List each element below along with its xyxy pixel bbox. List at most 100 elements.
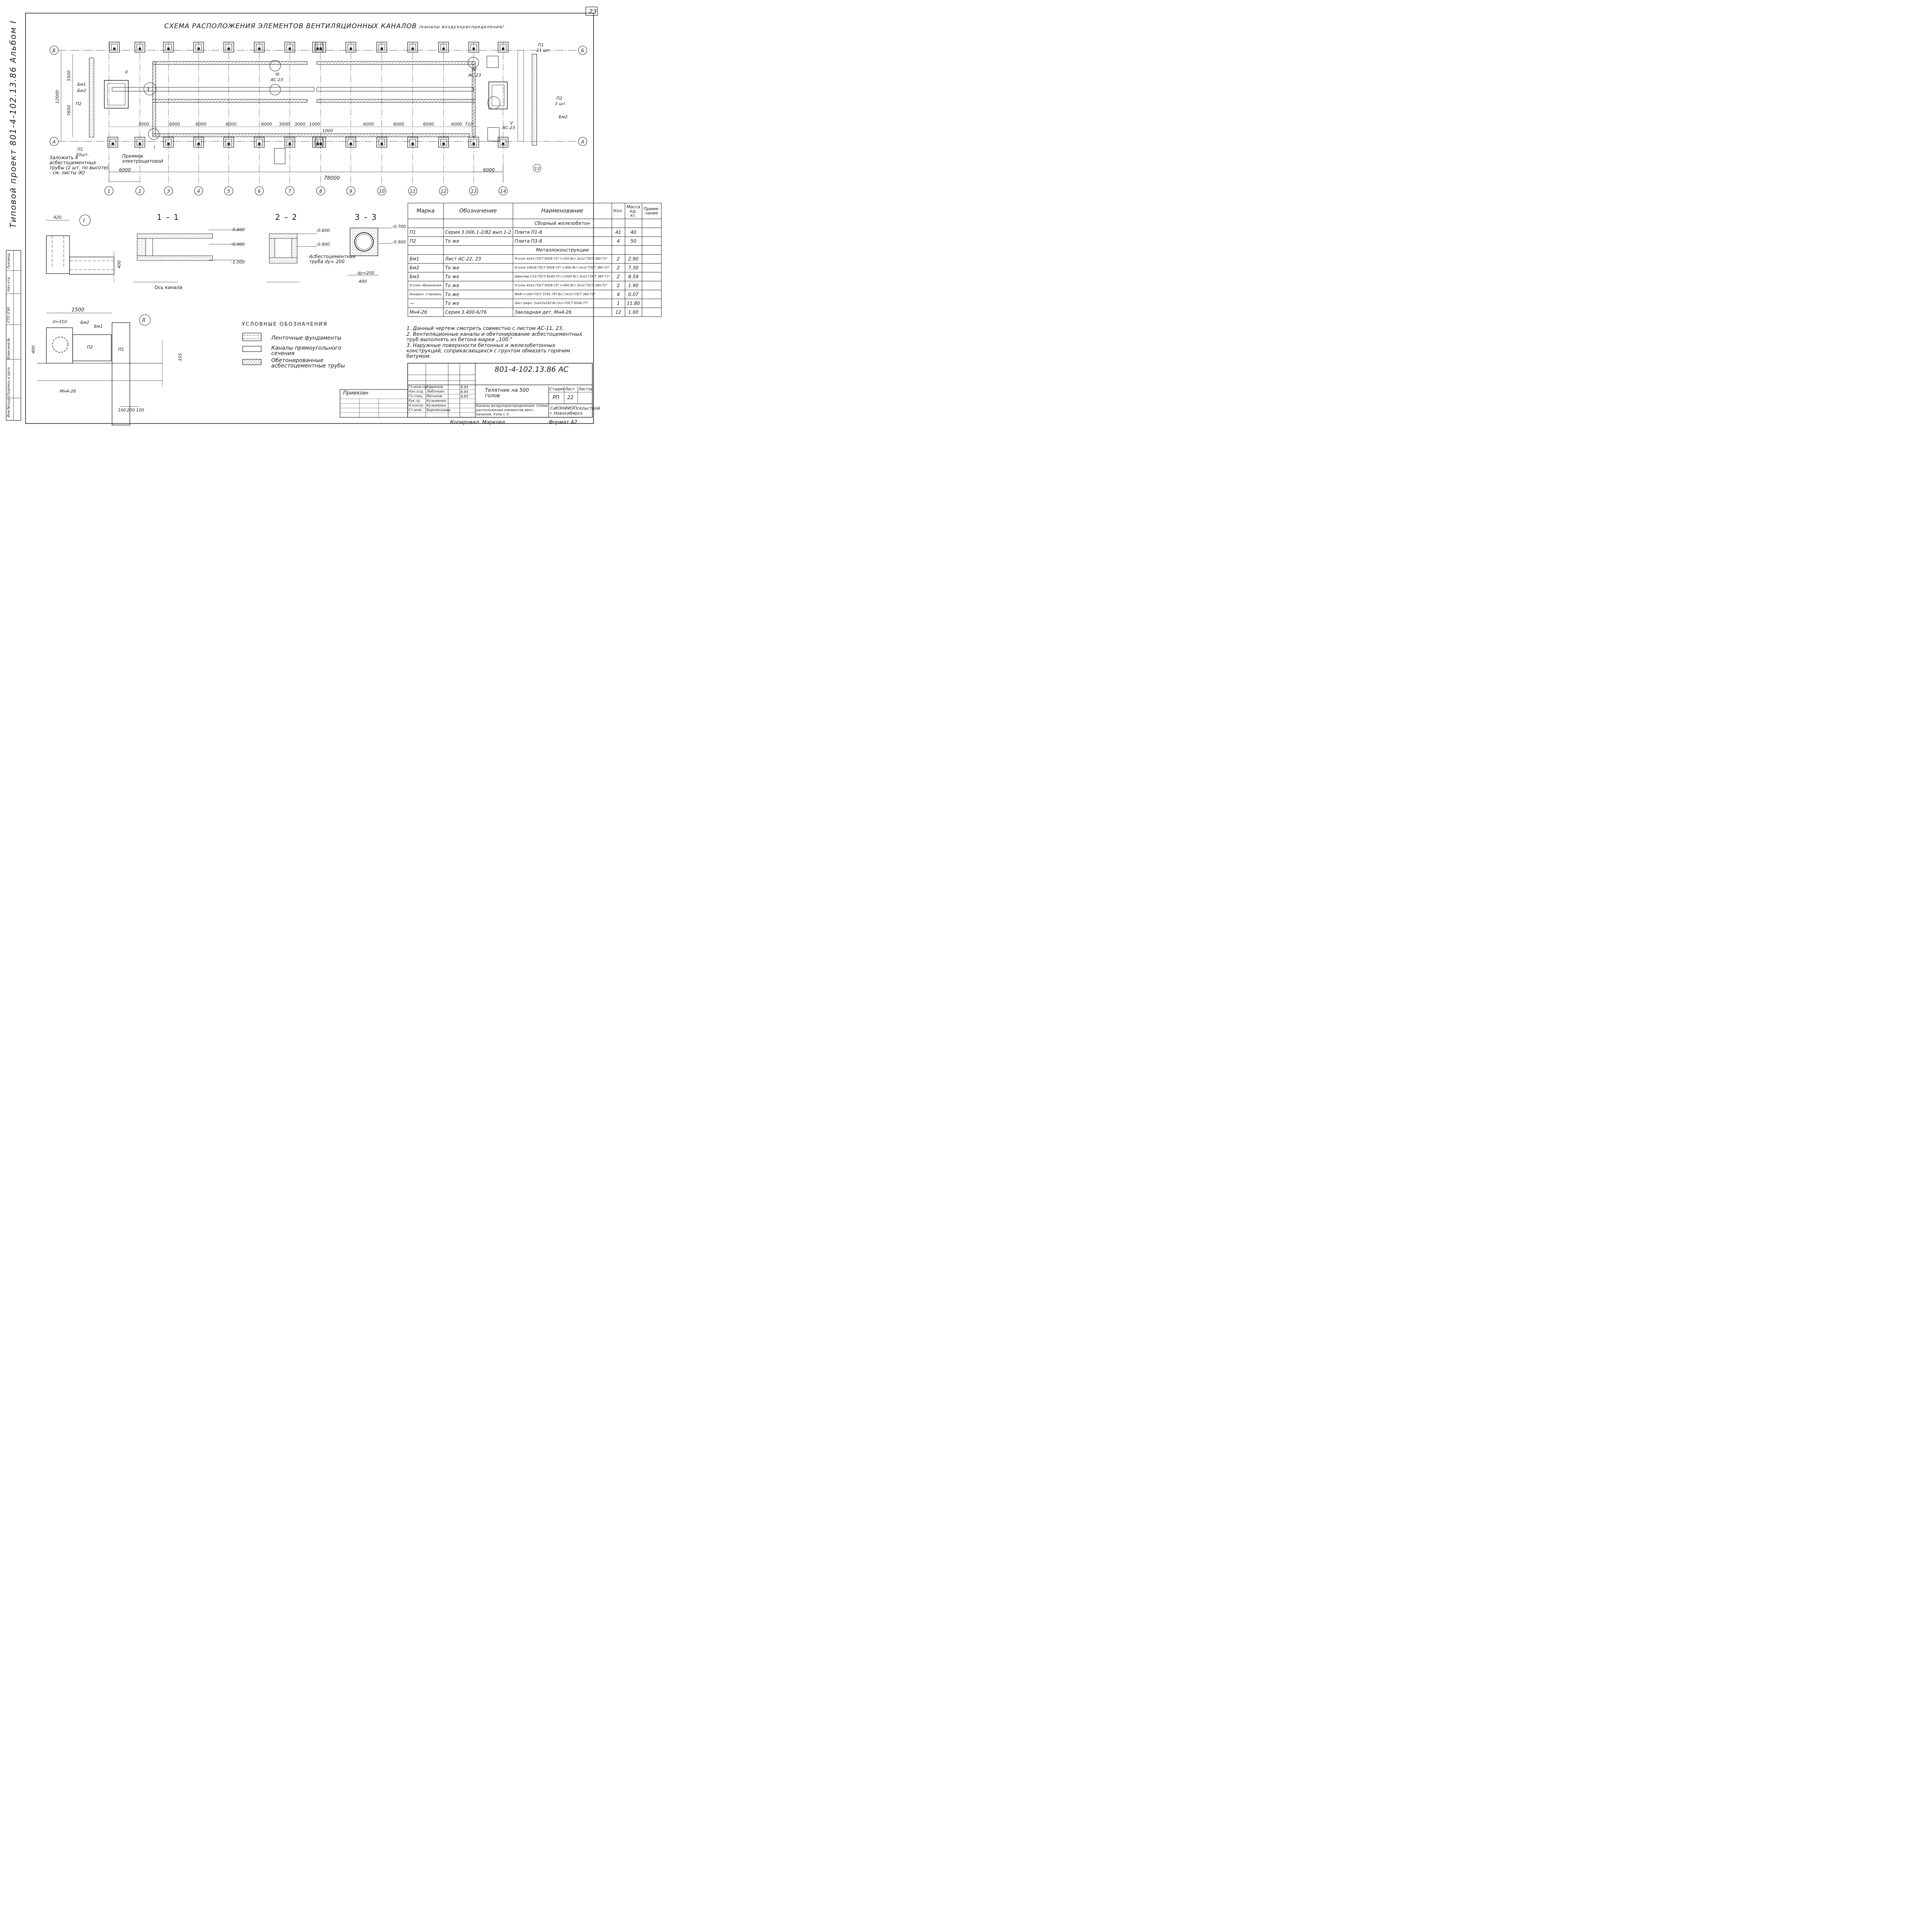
spec-cell	[611, 219, 625, 228]
spec-cell-name: Уголок 100х8 ГОСТ 8509-72* l=800 Вст.3кп…	[512, 263, 612, 272]
column-footing-inner	[195, 44, 202, 51]
column-footing-inner	[256, 44, 263, 51]
note-item: 2. Вентиляционные каналы и обетонировани…	[406, 332, 582, 343]
spec-cell-mass: 7.30	[624, 263, 642, 272]
label-p1: П1	[77, 147, 83, 152]
column-footing	[498, 137, 509, 148]
column-footing	[193, 137, 204, 148]
label-p2: П2	[76, 101, 82, 106]
spec-cell	[641, 219, 662, 228]
left-stamp-label: Руковод.	[7, 252, 11, 269]
axis-bubble-8	[316, 186, 325, 196]
spec-cell-qty: 41	[611, 228, 625, 237]
spec-cell-mass: 1.90	[624, 281, 642, 290]
tb-sheet: 22	[567, 395, 574, 401]
spec-col-qty: Кол.	[611, 203, 625, 219]
axis-letter-bubble	[49, 46, 59, 55]
spec-cell-qty: 2	[611, 254, 625, 264]
label-p1-qty-right: 21 шт.	[536, 48, 551, 53]
tb-role: Нач.отд.	[408, 390, 424, 394]
spec-cell-code: Лист АС-22, 23	[443, 254, 513, 264]
column-footing-core	[197, 48, 200, 50]
left-stamp-label: Подпись и дата	[7, 367, 11, 396]
spec-row: Сборный железобетон	[408, 219, 662, 228]
sheet-title: СХЕМА РАСПОЛОЖЕНИЯ ЭЛЕМЕНТОВ ВЕНТИЛЯЦИОН…	[164, 22, 504, 30]
column-footing-core	[502, 48, 504, 50]
level: -0.900	[231, 242, 245, 247]
level: -0.600	[231, 227, 245, 232]
column-footing	[193, 42, 204, 53]
section-3-3	[348, 228, 392, 276]
spec-cell	[443, 245, 513, 255]
spec-cell-code: То же	[443, 272, 513, 281]
node-2-p1: П1	[118, 347, 124, 352]
spec-cell-mass: 40	[624, 228, 642, 237]
overall-dimension: 78000	[324, 175, 340, 181]
spec-section: Сборный железобетон	[512, 219, 612, 228]
column-footing-inner	[409, 139, 416, 146]
section-2-2-label: 2 – 2	[275, 213, 298, 222]
column-footing-core	[113, 48, 116, 50]
span-dim: 3000	[138, 122, 149, 127]
label-p1-qty: 20шт.	[76, 152, 89, 157]
axis-bubble-10	[377, 186, 386, 196]
tb-format: Формат А2	[549, 420, 578, 425]
tb-role: Гл.спец.	[408, 395, 423, 398]
sheet-title-suffix: /каналы воздухораспределения/	[419, 24, 504, 29]
legend-title: УСЛОВНЫЕ ОБОЗНАЧЕНИЯ	[242, 321, 328, 327]
axis-number: 3	[167, 189, 170, 194]
column-footing	[254, 42, 265, 53]
column-footing	[312, 42, 323, 53]
span-dim: 6000	[261, 122, 272, 127]
node-2-bm1: Бм1	[94, 324, 103, 329]
spec-cell-name: Лист рифл. 5х410х350 Вст3сп ГОСТ 8568-77…	[512, 299, 612, 308]
spec-cell-code: То же	[443, 290, 513, 299]
tb-role: Рук.гр.	[408, 399, 421, 403]
label-bm1: Бм1	[77, 82, 86, 87]
left-stamp-label: Взам.инв.№	[7, 338, 11, 359]
tb-attached: Привязан	[343, 390, 369, 396]
column-footing-core	[228, 143, 230, 145]
dim-6000-left: 6000	[119, 167, 131, 173]
label-bm2-right: Бм2	[559, 114, 568, 119]
column-footing-inner	[286, 139, 293, 146]
column-footing-core	[228, 48, 230, 50]
spec-cell	[443, 219, 513, 228]
axis-number: 4	[197, 189, 200, 194]
spec-cell-qty: 2	[611, 272, 625, 281]
axis-number: 8	[319, 189, 322, 194]
column-footing	[107, 137, 118, 148]
span-dim: 3000	[294, 122, 305, 127]
column-footing-inner	[440, 44, 447, 51]
spec-cell-code: Серия 3.400-6/76	[443, 308, 513, 317]
span-dim: 6000	[423, 122, 434, 127]
label-p1-right: П1	[538, 43, 544, 48]
column-footing-core	[473, 48, 475, 50]
spec-cell-name: Уголок 63х5 ГОСТ 8509-72* l=400 Вст.3кп2…	[512, 281, 612, 290]
column-footing-inner	[111, 44, 118, 51]
column-footing-core	[502, 143, 504, 145]
tb-name: Ефремов	[427, 385, 443, 389]
tb-stage-hdr: Стадия	[549, 387, 565, 391]
column-footing-core	[139, 48, 141, 50]
axis-number: 9	[349, 189, 352, 194]
column-footing-core	[197, 143, 200, 145]
node-2-p2: П2	[87, 345, 93, 350]
axis-bubble-6	[255, 186, 264, 196]
left-dim: 12000	[55, 90, 60, 104]
spec-cell-note	[641, 263, 662, 272]
tb-stage: РП	[553, 395, 560, 401]
axis-letter: Б	[53, 48, 56, 53]
axis-number: 1	[107, 189, 111, 194]
column-footing-inner	[314, 44, 321, 51]
column-footing-core	[316, 143, 319, 145]
spec-row: Металлоконструкции	[408, 245, 662, 255]
axis-bubble-1	[104, 186, 114, 196]
spec-cell	[408, 245, 444, 255]
column-footing-core	[258, 143, 260, 145]
left-stamp-label: СТО (ГИ)	[7, 307, 11, 323]
